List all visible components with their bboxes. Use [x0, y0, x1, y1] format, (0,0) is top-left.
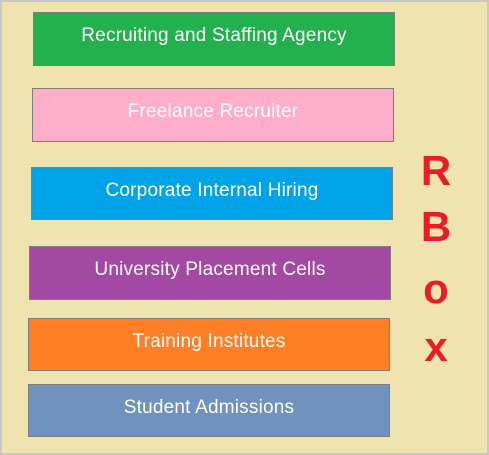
box-label: University Placement Cells	[94, 259, 326, 280]
corporate-internal-hiring-box: Corporate Internal Hiring	[31, 167, 393, 220]
rbox-letter: x	[424, 323, 448, 370]
box-label: Freelance Recruiter	[127, 101, 299, 122]
box-label: Student Admissions	[123, 396, 295, 418]
rbox-letter: B	[420, 203, 452, 250]
rbox-letter: R	[420, 147, 452, 194]
student-admissions-box: Student Admissions	[28, 384, 390, 437]
training-institutes-box: Training Institutes	[28, 318, 390, 371]
recruiting-staffing-agency-box: Recruiting and Staffing Agency	[33, 12, 395, 66]
box-label: Corporate Internal Hiring	[105, 179, 319, 201]
box-label: Training Institutes	[132, 330, 286, 352]
university-placement-cells-box: University Placement Cells	[29, 246, 391, 300]
freelance-recruiter-box: Freelance Recruiter	[32, 88, 394, 142]
box-label: Recruiting and Staffing Agency	[81, 25, 347, 46]
rbox-letter: o	[423, 265, 449, 312]
